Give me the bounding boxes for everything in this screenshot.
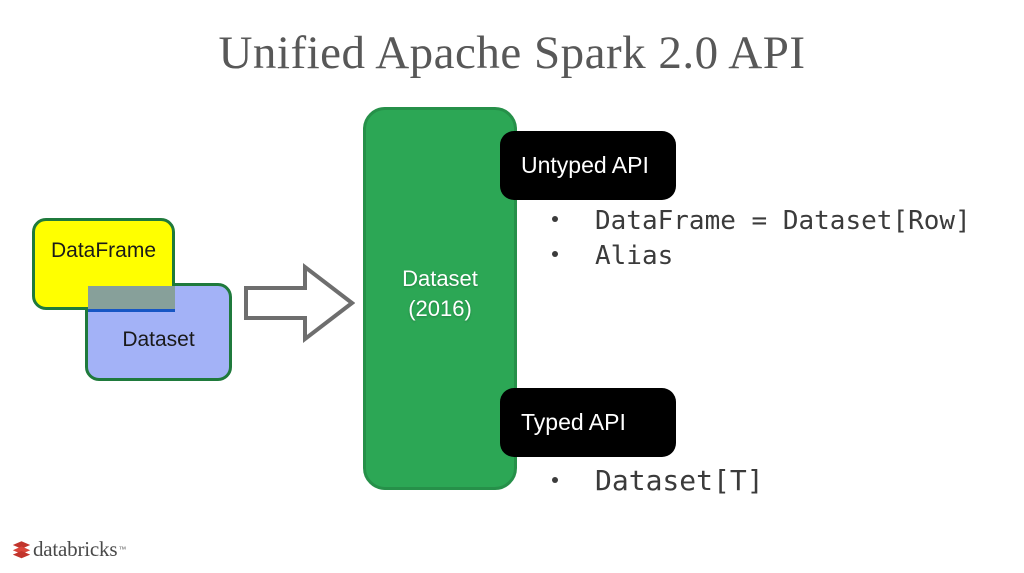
- bullet-dot-icon: [552, 251, 558, 257]
- list-item: Alias: [552, 239, 971, 274]
- databricks-mark-icon: [12, 541, 31, 559]
- typed-api-badge: Typed API: [500, 388, 676, 457]
- list-item-label: DataFrame = Dataset[Row]: [595, 206, 971, 236]
- right-block-arrow-icon: [244, 262, 355, 344]
- list-item: DataFrame = Dataset[Row]: [552, 204, 971, 239]
- typed-api-bullet-list: Dataset[T]: [552, 463, 764, 498]
- dataset-label: Dataset: [122, 328, 195, 351]
- list-item-label: Alias: [595, 241, 674, 271]
- untyped-api-badge-label: Untyped API: [521, 152, 649, 178]
- typed-api-badge-label: Typed API: [521, 409, 626, 435]
- dataset-2016-label: Dataset (2016): [366, 264, 514, 324]
- databricks-logo: databricks ™: [12, 537, 127, 561]
- dataset-2016-box: Dataset (2016): [363, 107, 517, 490]
- untyped-api-badge: Untyped API: [500, 131, 676, 200]
- list-item-label: Dataset[T]: [595, 464, 764, 497]
- dataset-2016-label-line1: Dataset: [402, 266, 478, 291]
- page-title: Unified Apache Spark 2.0 API: [218, 27, 806, 79]
- databricks-wordmark: databricks: [33, 537, 118, 561]
- list-item: Dataset[T]: [552, 463, 764, 498]
- dataset-2016-label-line2: (2016): [408, 296, 472, 321]
- databricks-trademark: ™: [118, 544, 127, 554]
- untyped-api-bullet-list: DataFrame = Dataset[Row] Alias: [552, 204, 971, 274]
- bullet-dot-icon: [552, 477, 558, 483]
- dataframe-box: DataFrame: [32, 218, 175, 310]
- dataframe-label: DataFrame: [50, 239, 157, 262]
- bullet-dot-icon: [552, 216, 558, 222]
